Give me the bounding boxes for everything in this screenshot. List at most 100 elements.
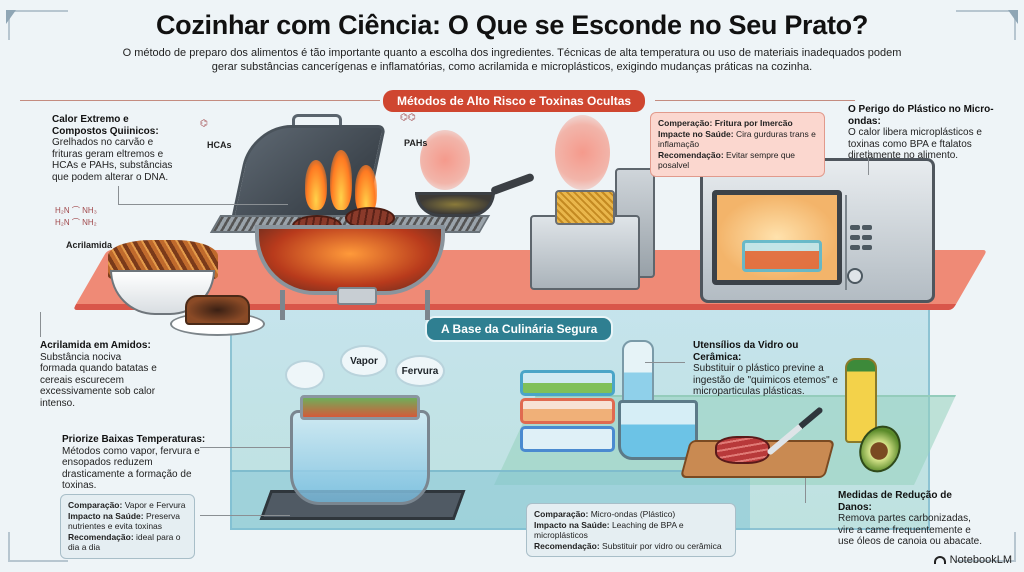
- callout-microwave-plastic-title: O Perigo do Plástico no Micro-ondas:: [848, 104, 994, 127]
- charcoal-grill-icon: [255, 225, 445, 295]
- frame-corner-bottom-left: [8, 532, 68, 562]
- callout-acrylamide-body: Substância nociva formada quando batatas…: [40, 351, 157, 409]
- steam-cloud-icon: [285, 360, 325, 390]
- page-subtitle: O método de preparo dos alimentos é tão …: [122, 47, 902, 73]
- callout-low-temp-title: Priorize Baixas Temperaturas:: [62, 434, 206, 445]
- steam-comparison-label: Comparação:: [68, 500, 123, 510]
- callout-extreme-heat: Calor Extremo e Compostos Quiinicos: Gre…: [52, 114, 182, 183]
- pah-molecule-icon: ⌬⌬: [400, 112, 416, 122]
- microwave-button-icon: [862, 235, 872, 240]
- grill-legs-icon: [280, 290, 430, 320]
- plastic-container-icon: [742, 240, 822, 272]
- microwave-button-icon: [850, 245, 860, 250]
- burnt-toast-icon: [185, 295, 250, 325]
- notebooklm-brand: NotebookLM: [933, 554, 1012, 566]
- leader-line: [805, 478, 806, 503]
- boiling-pot-icon: [290, 410, 430, 505]
- microwave-comparison-label: Comparação:: [534, 509, 589, 519]
- callout-low-temp-body: Métodos como vapor, fervura e ensopados …: [62, 445, 200, 492]
- frame-corner-top-right: [956, 10, 1016, 40]
- frying-impact-value: Cira gurduras trans e inflamação: [658, 128, 816, 150]
- microwave-comparison-value: Micro-ondas (Plástico): [590, 509, 676, 519]
- frying-pan-icon: [415, 192, 495, 217]
- microwave-impact-value: Leaching de BPA e microplásticos: [534, 519, 684, 541]
- glass-containers-icon: [520, 370, 615, 455]
- frying-recommendation-label: Recomendação:: [658, 149, 724, 160]
- hca-molecule-icon: ⌬: [200, 118, 208, 128]
- microwave-button-icon: [850, 235, 860, 240]
- glass-container-icon: [520, 426, 615, 452]
- callout-harm-reduction-body: Remova partes carbonizadas, vire a came …: [838, 513, 982, 547]
- grill-handle-icon: [292, 114, 342, 128]
- steam-comparison-value: Vapor e Fervura: [124, 500, 186, 510]
- microwave-button-icon: [862, 225, 872, 230]
- pah-label: PAHs: [404, 138, 428, 148]
- fryer-basket-icon: [555, 190, 615, 225]
- frame-corner-top-left: [8, 10, 68, 40]
- steam-recommendation-value: ideal para o dia a dia: [68, 531, 181, 553]
- callout-harm-reduction: Medidas de Redução de Danos: Remova part…: [838, 490, 988, 548]
- microwave-impact-label: Impacto na Saúde:: [534, 519, 610, 530]
- banner-rule-right: [655, 100, 855, 101]
- cloud-fervura: Fervura: [395, 355, 445, 387]
- callout-harm-reduction-title: Medidas de Redução de Danos:: [838, 490, 952, 513]
- toxic-smoke-icon: [420, 130, 470, 190]
- microwave-recommendation-value: Substituir por vidro ou cerâmica: [602, 540, 722, 551]
- frying-comparison-value: Fritura por Imercão: [714, 118, 793, 128]
- microwave-recommendation-label: Recomendação:: [534, 540, 600, 551]
- section-banner-high-risk: Métodos de Alto Risco e Toxinas Ocultas: [383, 90, 646, 112]
- leader-line: [40, 312, 41, 337]
- info-box-frying: Comperação: Fritura por Imercão Impacte …: [650, 112, 825, 177]
- leader-line: [118, 204, 288, 205]
- microwave-knob-icon: [847, 268, 863, 284]
- callout-glass-ceramic: Utensílios da Vidro ou Cerâmica: Substit…: [693, 340, 843, 398]
- flame-icon: [305, 160, 327, 210]
- leader-line: [868, 150, 869, 175]
- frame-triangle-left: [6, 10, 16, 24]
- microwave-panel-icon: [845, 195, 870, 290]
- glass-container-icon: [520, 398, 615, 424]
- acrylamide-label: Acrilamida: [66, 240, 113, 250]
- microwave-button-icon: [862, 245, 872, 250]
- steamer-vegetables-icon: [300, 395, 420, 420]
- flame-icon: [330, 150, 352, 210]
- leader-line: [118, 186, 119, 204]
- callout-microwave-plastic: O Perigo do Plástico no Micro-ondas: O c…: [848, 104, 1008, 162]
- frame-corner-bottom-right: [956, 532, 1016, 562]
- microwave-button-icon: [850, 225, 860, 230]
- glass-saucepan-icon: [618, 400, 698, 460]
- meat-steak-icon: [715, 436, 770, 464]
- hca-label: HCAs: [207, 140, 232, 150]
- frying-impact-label: Impacte no Saúde:: [658, 128, 734, 139]
- steam-impact-value: Preserva nutrientes e evita toxinas: [68, 510, 180, 532]
- banner-rule-left: [20, 100, 380, 101]
- glass-container-icon: [520, 370, 615, 396]
- info-box-steam-boil: Comparação: Vapor e Fervura Impacto na S…: [60, 494, 195, 559]
- callout-extreme-heat-body: Grelhados no carvão e frituras geram elt…: [52, 137, 173, 183]
- frying-recommendation-value: Evitar sempre que posalvel: [658, 149, 796, 171]
- leader-line: [200, 515, 290, 516]
- frame-triangle-right: [1008, 10, 1018, 24]
- steam-recommendation-label: Recomendação:: [68, 531, 134, 542]
- callout-extreme-heat-title: Calor Extremo e Compostos Quiinicos:: [52, 114, 159, 137]
- callout-microwave-plastic-body: O calor libera microplásticos e toxinas …: [848, 127, 982, 161]
- brand-label: NotebookLM: [949, 554, 1012, 566]
- deep-fryer-icon: [530, 215, 640, 290]
- page-title: Cozinhar com Ciência: O Que se Esconde n…: [155, 10, 869, 40]
- callout-glass-ceramic-body: Substituir o plástico previne a ingestão…: [693, 363, 838, 397]
- steam-impact-label: Impacto na Saúde:: [68, 510, 144, 521]
- grill-knob-icon: [337, 287, 377, 305]
- frying-comparison-label: Comperação:: [658, 118, 713, 128]
- callout-low-temp: Priorize Baixas Temperaturas: Métodos co…: [62, 434, 212, 492]
- callout-acrylamide: Acrilamida em Amidos: Substância nociva …: [40, 340, 160, 409]
- cloud-vapor: Vapor: [340, 345, 388, 377]
- callout-glass-ceramic-title: Utensílios da Vidro ou Cerâmica:: [693, 340, 799, 363]
- leader-line: [200, 447, 290, 448]
- notebooklm-logo-icon: [933, 556, 946, 564]
- flame-icon: [355, 165, 377, 215]
- frying-pan-handle-icon: [489, 172, 536, 196]
- callout-acrylamide-title: Acrilamida em Amidos:: [40, 340, 151, 351]
- info-box-microwave: Comparação: Micro-ondas (Plástico) Impac…: [526, 503, 736, 557]
- section-banner-safe-base: A Base da Culinária Segura: [425, 316, 614, 342]
